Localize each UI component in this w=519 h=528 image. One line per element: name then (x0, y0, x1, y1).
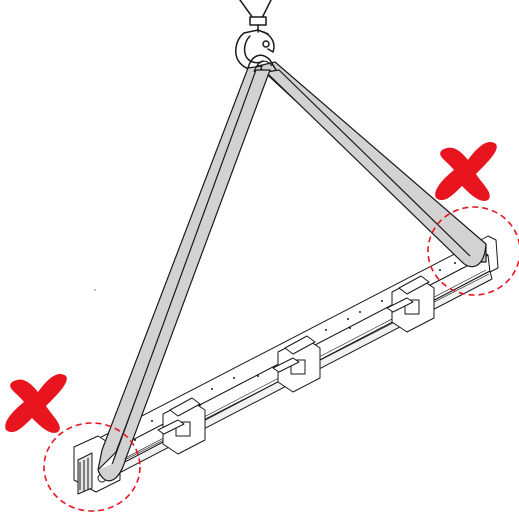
rail-beam-icon (73, 235, 499, 495)
carriage-right (386, 275, 435, 333)
red-x-icon (5, 141, 497, 433)
carriage-middle (272, 335, 321, 393)
lifting-slings (97, 54, 487, 482)
dashed-circle-icon (43, 206, 519, 512)
crane-hook-icon (235, 0, 275, 71)
carriage-left (157, 397, 206, 455)
